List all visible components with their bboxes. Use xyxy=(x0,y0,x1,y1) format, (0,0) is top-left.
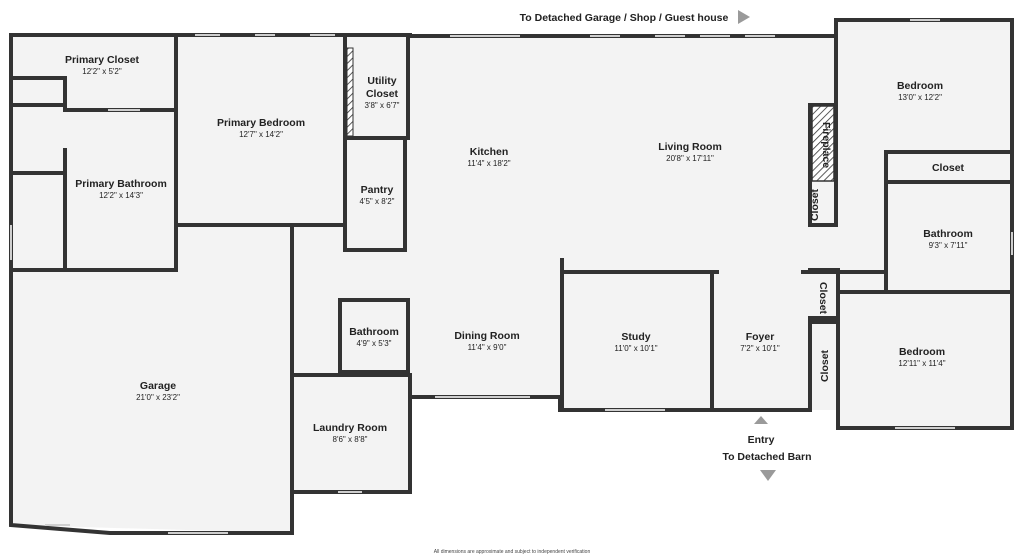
room-name: Laundry Room xyxy=(313,422,387,434)
room-name: Bathroom xyxy=(349,326,399,338)
room-dims: 9'3" x 7'11" xyxy=(929,241,968,250)
room-laundry-room: Laundry Room 8'6" x 8'8" xyxy=(313,422,387,444)
entry-label: Entry xyxy=(748,434,775,446)
room-dims: 12'2" x 5'2" xyxy=(82,67,122,76)
room-name: Living Room xyxy=(658,141,722,153)
room-name: Fireplace xyxy=(820,122,832,168)
room-living-room: Living Room 20'8" x 17'11" xyxy=(658,141,722,163)
room-foyer: Foyer 7'2" x 10'1" xyxy=(740,331,780,353)
room-closet-3: Closet xyxy=(817,282,829,315)
room-name: Dining Room xyxy=(454,330,519,342)
top-link-label: To Detached Garage / Shop / Guest house xyxy=(520,12,729,24)
room-dims: 8'6" x 8'8" xyxy=(333,435,368,444)
room-kitchen: Kitchen 11'4" x 18'2" xyxy=(467,146,510,168)
room-closet-4: Closet xyxy=(819,349,831,382)
room-name: Primary Bedroom xyxy=(217,117,305,129)
footnote: All dimensions are approximate and subje… xyxy=(434,549,591,555)
room-dims: 21'0" x 23'2" xyxy=(136,393,180,402)
room-closet-1: Closet xyxy=(932,162,965,174)
walls xyxy=(9,18,1014,535)
room-name-line2: Closet xyxy=(366,88,399,100)
room-dims: 20'8" x 17'11" xyxy=(666,154,714,163)
barn-link-label: To Detached Barn xyxy=(722,451,811,463)
room-name: Primary Bathroom xyxy=(75,178,167,190)
room-study: Study 11'0" x 10'1" xyxy=(614,331,657,353)
room-garage: Garage 21'0" x 23'2" xyxy=(136,380,180,402)
room-dims: 12'7" x 14'2" xyxy=(239,130,283,139)
utility-hatch xyxy=(346,47,354,137)
room-primary-closet: Primary Closet 12'2" x 5'2" xyxy=(65,54,140,76)
room-bedroom-1: Bedroom 13'0" x 12'2" xyxy=(897,80,943,102)
windows xyxy=(10,19,1013,534)
room-dims: 11'4" x 18'2" xyxy=(467,159,510,168)
room-name: Foyer xyxy=(746,331,775,343)
room-name: Bathroom xyxy=(923,228,973,240)
room-name: Closet xyxy=(817,282,829,315)
room-name: Bedroom xyxy=(899,346,945,358)
room-name: Garage xyxy=(140,380,176,392)
room-fireplace: Fireplace xyxy=(820,122,832,168)
room-dims: 11'4" x 9'0" xyxy=(468,343,507,352)
room-dims: 13'0" x 12'2" xyxy=(898,93,942,102)
arrow-right-icon xyxy=(738,10,750,24)
room-dims: 3'8" x 6'7" xyxy=(365,101,400,110)
floor-area xyxy=(11,20,1012,533)
room-name: Closet xyxy=(809,188,821,221)
room-name: Closet xyxy=(932,162,965,174)
fireplace-hatch xyxy=(811,105,835,182)
room-pantry: Pantry 4'5" x 8'2" xyxy=(360,184,395,206)
room-dims: 7'2" x 10'1" xyxy=(740,344,780,353)
arrow-up-icon xyxy=(754,416,768,424)
room-dims: 11'0" x 10'1" xyxy=(614,344,657,353)
room-bathroom-2: Bathroom 4'9" x 5'3" xyxy=(349,326,399,348)
room-dims: 4'5" x 8'2" xyxy=(360,197,395,206)
room-dims: 12'2" x 14'3" xyxy=(99,191,143,200)
room-name: Primary Closet xyxy=(65,54,140,66)
room-dining-room: Dining Room 11'4" x 9'0" xyxy=(454,330,519,352)
room-name: Bedroom xyxy=(897,80,943,92)
room-utility-closet: Utility Closet 3'8" x 6'7" xyxy=(365,75,400,110)
room-name: Kitchen xyxy=(470,146,509,158)
room-name: Closet xyxy=(819,349,831,382)
room-dims: 12'11" x 11'4" xyxy=(898,359,945,368)
room-bathroom-1: Bathroom 9'3" x 7'11" xyxy=(923,228,973,250)
room-name: Study xyxy=(621,331,650,343)
room-name-line1: Utility xyxy=(367,75,396,87)
room-bedroom-2: Bedroom 12'11" x 11'4" xyxy=(898,346,945,368)
room-primary-bedroom: Primary Bedroom 12'7" x 14'2" xyxy=(217,117,305,139)
room-primary-bathroom: Primary Bathroom 12'2" x 14'3" xyxy=(75,178,167,200)
room-dims: 4'9" x 5'3" xyxy=(357,339,392,348)
arrow-down-icon xyxy=(760,470,776,481)
room-closet-2: Closet xyxy=(809,188,821,221)
room-name: Pantry xyxy=(361,184,394,196)
